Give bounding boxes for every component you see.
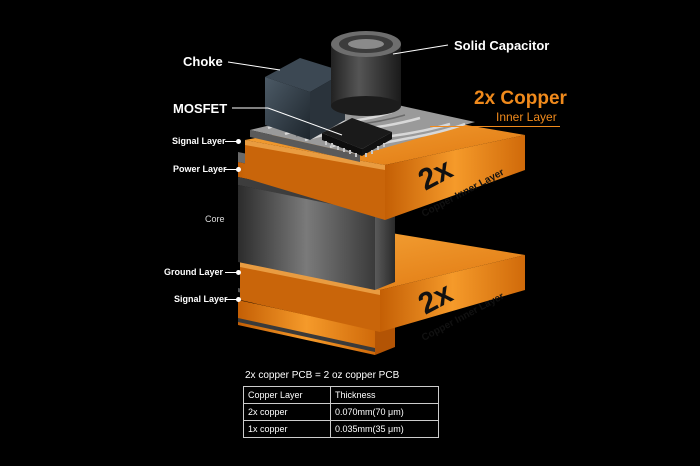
mosfet-label: MOSFET [173,101,228,116]
copper-thickness-table: Copper Layer Thickness 2x copper 0.070mm… [243,386,439,438]
table-header-cell: Copper Layer [243,386,331,404]
copper-callout-title: 2x Copper [474,88,567,109]
table-header-row: Copper Layer Thickness [243,386,439,404]
table-row: 2x copper 0.070mm(70 μm) [243,403,439,421]
table-row: 1x copper 0.035mm(35 μm) [243,420,439,438]
table-cell: 0.070mm(70 μm) [330,403,439,421]
signal-layer-top-pointer [225,141,239,142]
power-layer-pointer [225,169,239,170]
choke-label: Choke [183,54,223,69]
mosfet-component [322,118,392,157]
signal-layer-bottom-pointer [225,299,239,300]
table-caption: 2x copper PCB = 2 oz copper PCB [245,370,400,381]
table-cell: 1x copper [243,420,331,438]
ground-layer-dot [236,270,241,275]
signal-layer-bottom-dot [236,297,241,302]
ground-layer-pointer [225,272,239,273]
signal-layer-top-dot [236,139,241,144]
copper-callout-subtitle: Inner Layer [496,110,557,124]
solid-capacitor-component [331,31,401,116]
copper-callout-underline [430,126,560,127]
table-cell: 2x copper [243,403,331,421]
signal-layer-bottom-label: Signal Layer [174,294,228,304]
solid-capacitor-label: Solid Capacitor [454,38,550,53]
signal-layer-top-label: Signal Layer [172,136,226,146]
callout-lines [227,44,449,136]
core-label: Core [205,214,225,224]
power-layer-label: Power Layer [173,164,227,174]
copper-thickness-table-wrap: 2x copper PCB = 2 oz copper PCB Copper L… [243,370,439,438]
table-header-cell: Thickness [330,386,439,404]
core-block [238,185,395,290]
ground-layer-label: Ground Layer [164,267,224,277]
table-cell: 0.035mm(35 μm) [330,420,439,438]
power-layer-dot [236,167,241,172]
